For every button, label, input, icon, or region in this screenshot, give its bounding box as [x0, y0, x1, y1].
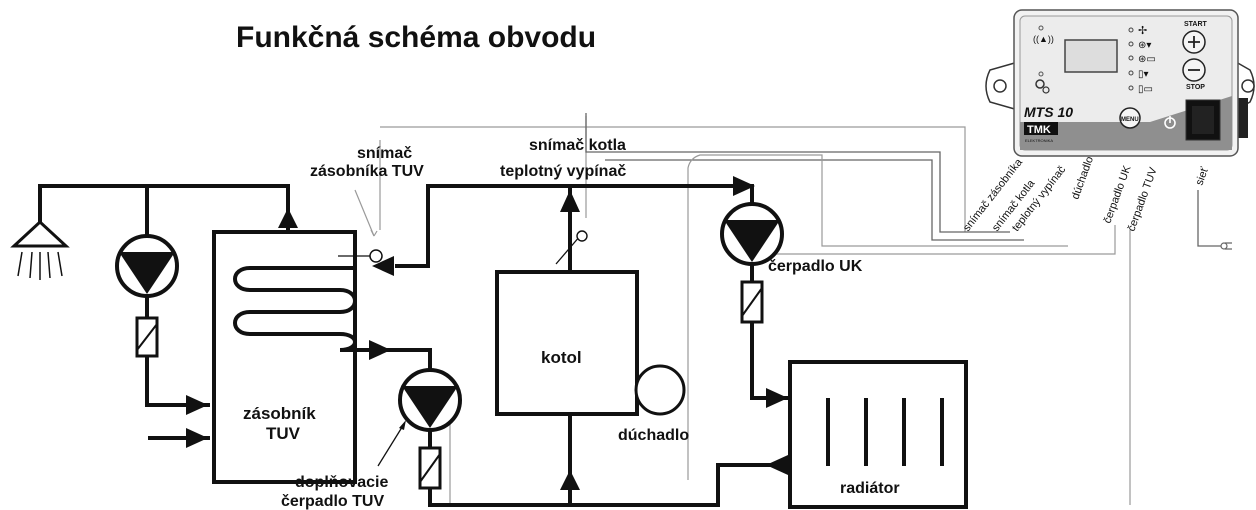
menu-button[interactable]: MENU: [1119, 107, 1141, 129]
refill-pump-label-2: čerpadlo TUV: [281, 493, 384, 510]
uk-pump-icon: [720, 202, 784, 266]
refill-pump-icon: [398, 368, 462, 432]
brand-sub: ELEKTRONIKA: [1025, 138, 1053, 143]
svg-text:⊛▭: ⊛▭: [1138, 54, 1156, 65]
radiator-fins: [826, 398, 944, 466]
pump-icon: [115, 234, 179, 298]
tank-temp-icon: ▯▭: [1138, 84, 1153, 95]
svg-text:✢: ✢: [1138, 25, 1147, 37]
check-valve-icon: [135, 316, 159, 358]
indicator-leds: [1128, 27, 1134, 91]
terminal-mains: sieť: [1194, 165, 1212, 187]
model-label: MTS 10: [1024, 104, 1073, 120]
sensor-tank-label-1: snímač: [357, 145, 412, 162]
flow-arrows: [186, 176, 788, 490]
boiler-icon: ⊛▭: [1138, 54, 1156, 65]
minus-button[interactable]: [1182, 58, 1206, 82]
terminal-blower: dúchadlo: [1070, 155, 1097, 201]
page-title: Funkčná schéma obvodu: [236, 21, 596, 54]
svg-text:⊛▾: ⊛▾: [1138, 40, 1151, 51]
controller-unit: ((▲)) ✢ ⊛▾ ⊛▭ ▯▾ ▯▭ START ST: [985, 9, 1255, 157]
sensor-boiler-label: snímač kotla: [529, 137, 626, 154]
shower-icon: [10, 219, 70, 280]
tank-label-2: TUV: [266, 424, 301, 443]
blower-icon: [634, 364, 686, 416]
check-valve-icon: [418, 446, 442, 490]
start-label: START: [1184, 21, 1208, 28]
refill-pump-label-1: doplňovacie: [295, 474, 388, 491]
svg-text:▯▭: ▯▭: [1138, 84, 1153, 95]
brand-logo: TMK: [1027, 124, 1051, 136]
terminal-pump-uk: čerpadlo UK: [1102, 163, 1134, 225]
plus-button[interactable]: [1182, 30, 1206, 54]
settings-icon: [1035, 71, 1050, 94]
radiator-label: radiátor: [840, 480, 900, 497]
blower-label: dúchadlo: [618, 427, 689, 444]
tank-sensor-icon: [338, 249, 383, 263]
svg-text:▯▾: ▯▾: [1138, 69, 1149, 80]
tank-label-1: zásobník: [243, 404, 316, 423]
stop-label: STOP: [1186, 84, 1205, 91]
pump-uk-label: čerpadlo UK: [768, 258, 863, 275]
fan-icon: ✢: [1138, 25, 1147, 37]
alarm-icon: ((▲)): [1033, 25, 1054, 44]
signal-wires: [354, 113, 1232, 505]
power-icon: [1164, 116, 1176, 129]
tap-temp-icon: ▯▾: [1138, 69, 1149, 80]
check-valve-icon: [740, 280, 764, 324]
thermal-switch-label: teplotný vypínač: [500, 163, 626, 180]
boiler-label: kotol: [541, 348, 582, 367]
svg-text:MENU: MENU: [1121, 117, 1139, 123]
sensor-tank-label-2: zásobníka TUV: [310, 163, 424, 180]
refill-pointer: [377, 420, 406, 467]
power-switch[interactable]: [1185, 99, 1221, 141]
thermal-switch-icon: [555, 230, 588, 265]
terminal-labels: snímač zásobníka snímač kotla teplotný v…: [961, 155, 1211, 234]
pump-icon: ⊛▾: [1138, 40, 1151, 51]
svg-text:((▲)): ((▲)): [1033, 34, 1054, 44]
